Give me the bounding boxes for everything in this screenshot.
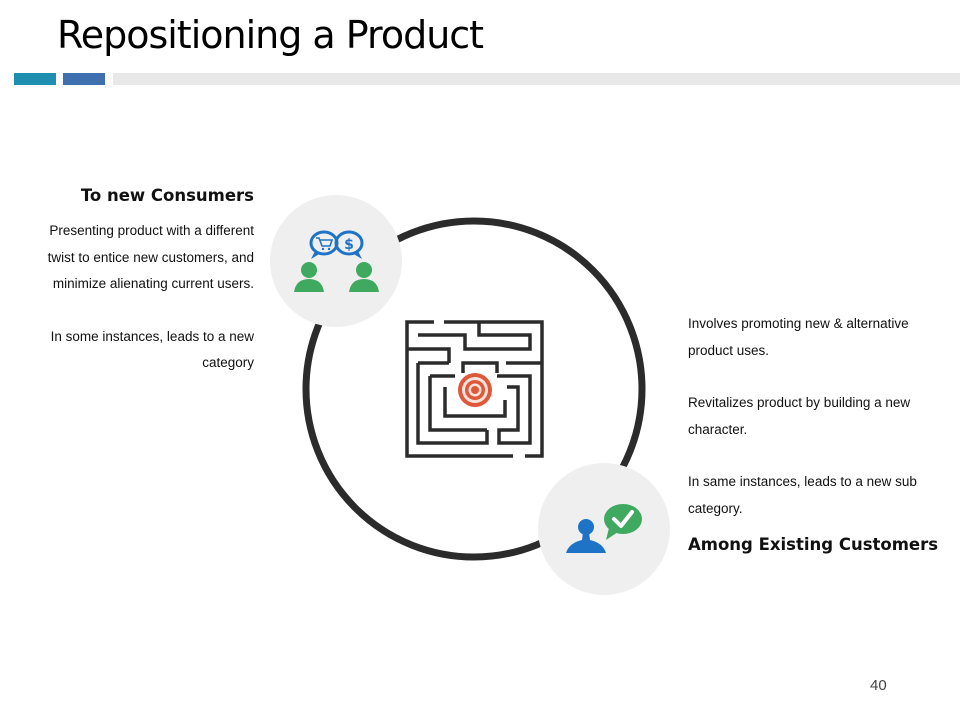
- page-number: 40: [870, 677, 887, 694]
- customers-exchange-icon: $: [270, 195, 402, 327]
- slide-title: Repositioning a Product: [57, 13, 484, 57]
- new-consumers-section: To new Consumers Presenting product with…: [40, 185, 254, 377]
- cycle-ring: [302, 217, 646, 561]
- existing-customers-section: Involves promoting new & alternative pro…: [688, 311, 948, 556]
- existing-customers-point-2: Revitalizes product by building a new ch…: [688, 395, 911, 437]
- svg-text:$: $: [344, 237, 354, 253]
- new-consumers-heading: To new Consumers: [80, 186, 254, 205]
- accent-bar-blue: [63, 73, 105, 85]
- existing-customers-heading: Among Existing Customers: [688, 535, 939, 554]
- accent-bar-teal: [14, 73, 56, 85]
- new-consumers-note: In some instances, leads to a new catego…: [50, 328, 254, 371]
- existing-customers-point-1: Involves promoting new & alternative pro…: [688, 316, 909, 358]
- accent-bar-gray: [113, 73, 960, 85]
- target-icon: [458, 373, 492, 407]
- existing-customers-point-3: In same instances, leads to a new sub ca…: [688, 474, 917, 516]
- customer-approval-icon: [538, 463, 670, 595]
- maze-target-icon: [405, 320, 544, 458]
- new-consumers-description: Presenting product with a different twis…: [47, 223, 254, 291]
